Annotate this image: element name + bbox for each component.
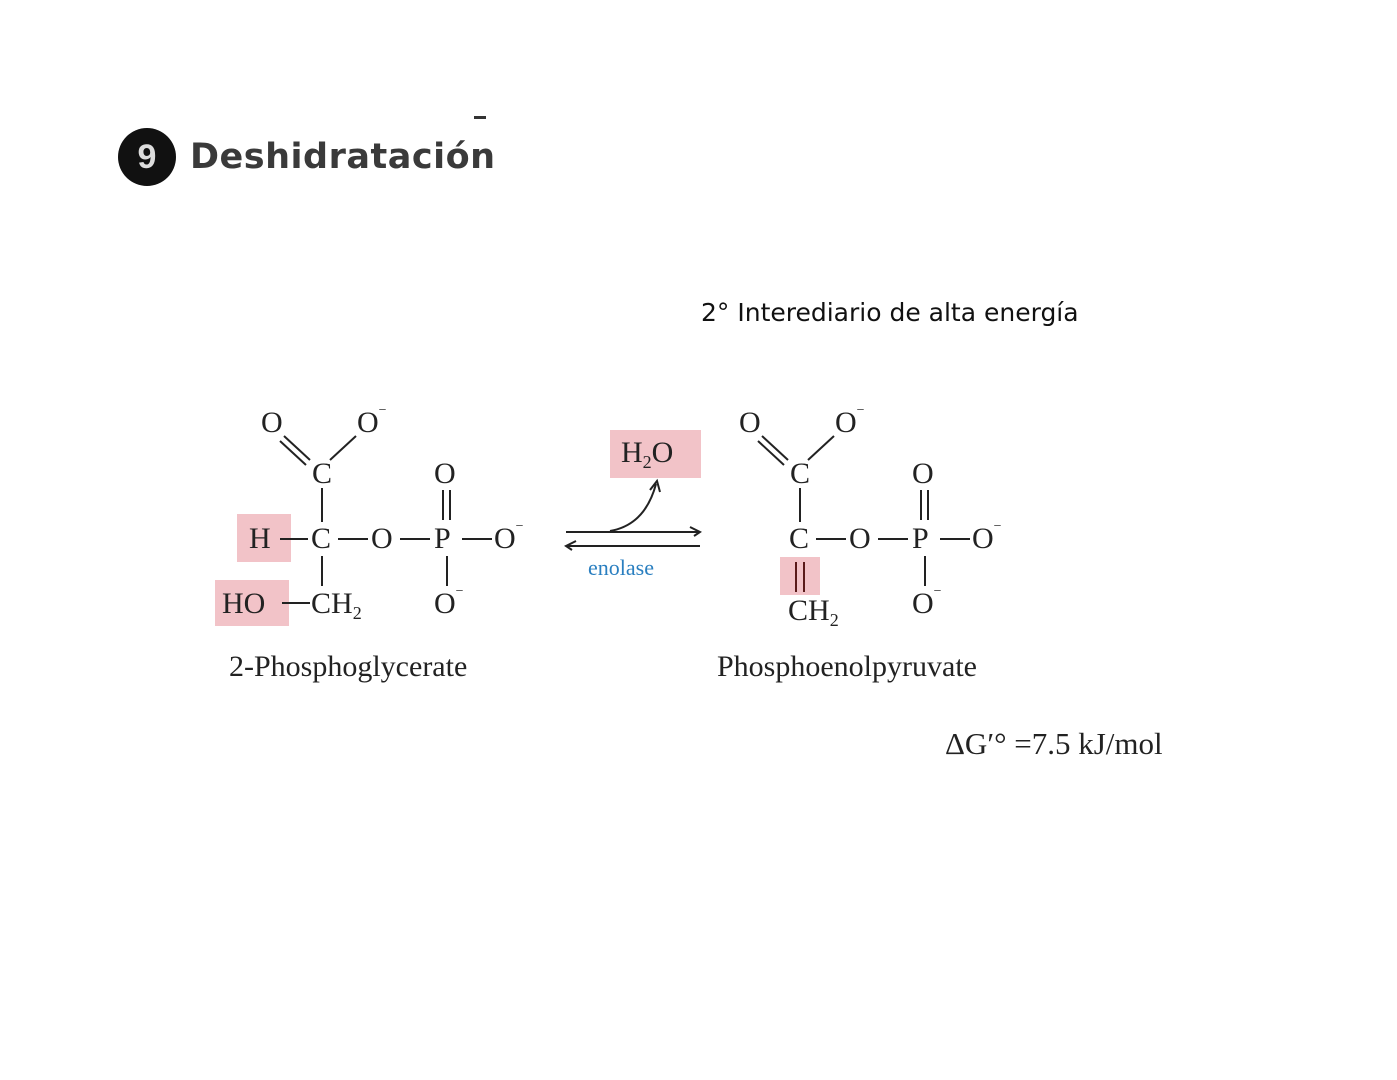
atom-o: O [371, 522, 393, 555]
atom-c: C [789, 522, 810, 555]
atom-c: C [312, 457, 333, 490]
atom-ch2: CH2 [788, 594, 839, 630]
atom-o-minus: O− [972, 519, 1002, 555]
atom-c: C [790, 457, 811, 490]
atom-o: O [739, 406, 761, 439]
atom-p: P [434, 522, 451, 555]
enzyme-label: enolase [588, 555, 654, 580]
atom-o-minus: O− [912, 584, 942, 620]
atom-o-minus: O− [434, 584, 464, 620]
step-number-badge: 9 [118, 128, 176, 186]
highlight-double-bond [780, 557, 820, 595]
atom-o: O [434, 457, 456, 490]
subtitle: 2° Interediario de alta energía [701, 298, 1079, 327]
substrate-name: 2-Phosphoglycerate [229, 650, 468, 683]
atom-ch2: CH2 [311, 587, 362, 623]
atom-o-minus: O− [357, 403, 387, 439]
atom-o: O [849, 522, 871, 555]
atom-o: O [912, 457, 934, 490]
water-byproduct: H2O [621, 436, 674, 472]
section-title: 9 Deshidratación [118, 128, 496, 186]
atom-o-minus: O− [494, 519, 524, 555]
delta-g-value: ΔG′° =7.5 kJ/mol [945, 726, 1163, 761]
atom-c: C [311, 522, 332, 555]
atom-h: H [249, 522, 271, 555]
highlight-ho [215, 580, 289, 626]
atom-ho: HO [222, 587, 266, 620]
title-text: Deshidratación [190, 137, 496, 177]
product-name: Phosphoenolpyruvate [717, 650, 977, 683]
atom-o-minus: O− [835, 403, 865, 439]
highlight-h2o [610, 430, 701, 478]
atom-p: P [912, 522, 929, 555]
decorative-dash [474, 116, 486, 119]
atom-o: O [261, 406, 283, 439]
